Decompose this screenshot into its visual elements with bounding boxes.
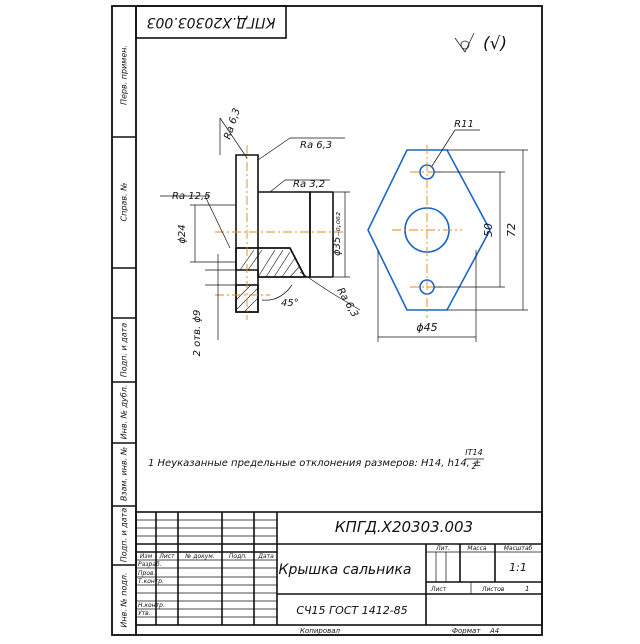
header-doc-no: № докум.	[184, 553, 215, 560]
strip-sign-date-2: Подп. и дата	[120, 508, 129, 563]
title-block-grid	[135, 511, 543, 626]
front-view-dimensions	[377, 129, 528, 342]
header-change: Изм	[140, 553, 153, 560]
footer-format-value: А4	[489, 627, 499, 635]
dim-72: 72	[505, 223, 518, 237]
header-sheet: Лист	[158, 553, 175, 560]
strip-primary-use: Перв. примен.	[120, 45, 129, 105]
role-developed: Разраб.	[138, 561, 162, 568]
roughness-symbol: (√)	[483, 34, 507, 54]
role-checked: Пров.	[138, 570, 156, 577]
outer-border	[111, 5, 543, 636]
roughness-general-icon	[454, 32, 475, 53]
strip-inv-orig: Инв. № подл.	[120, 572, 129, 627]
title-material: СЧ15 ГОСТ 1412-85	[296, 604, 407, 617]
footer-copied: Копировал	[300, 627, 341, 635]
top-code: КПГД.Х20303.003	[147, 14, 276, 30]
role-tech-control: Т.контр.	[138, 578, 164, 585]
dim-ra125: Ra 12,5	[172, 191, 211, 202]
dim-angle: 45°	[281, 298, 299, 309]
label-sheets: Листов	[481, 586, 505, 593]
strip-sign-date-1: Подп. и дата	[120, 323, 129, 378]
front-view	[367, 145, 491, 318]
header-sign: Подп.	[229, 553, 247, 560]
note-text: 1 Неуказанные предельные отклонения разм…	[148, 458, 481, 469]
side-view-dimensions	[160, 117, 361, 340]
dim-holes: 2 отв. ϕ9	[192, 310, 203, 357]
strip-vzam-inv: Взам. инв. №	[120, 447, 129, 501]
dim-ra32: Ra 3,2	[293, 179, 325, 190]
dim-d35: ϕ35₋₀,₀₆₂	[332, 212, 343, 256]
strip-reference-no: Справ. №	[120, 183, 129, 222]
role-norm-control: Н.контр.	[138, 602, 165, 609]
note-frac-num: IT14	[465, 448, 482, 457]
title-code: КПГД.Х20303.003	[335, 518, 473, 536]
value-scale: 1:1	[509, 561, 527, 574]
left-strip	[111, 5, 137, 636]
dim-ra63-flange: Ra 6,3	[300, 140, 332, 151]
label-mass: Масса	[467, 545, 486, 552]
side-view-section	[215, 145, 345, 320]
dim-r11: R11	[454, 119, 474, 130]
note-frac-den: 2	[471, 462, 476, 471]
dim-ra63-chamfer: Ra 6,3	[334, 286, 360, 319]
value-sheets: 1	[525, 585, 529, 593]
strip-inv-dubl: Инв. № дубл.	[120, 385, 129, 440]
dim-ra63-top: Ra 6,3	[222, 107, 242, 141]
dim-d45: ϕ45	[416, 321, 437, 334]
label-scale: Масштаб	[504, 545, 533, 552]
dim-50: 50	[482, 223, 495, 237]
title-name: Крышка сальника	[279, 562, 412, 578]
label-lit: Лит.	[435, 545, 450, 552]
role-approved: Утв.	[138, 610, 151, 617]
dim-d24: ϕ24	[177, 224, 188, 243]
label-sheet: Лист	[430, 586, 447, 593]
header-date: Дата	[257, 553, 274, 560]
footer-format: Формат	[452, 627, 481, 635]
